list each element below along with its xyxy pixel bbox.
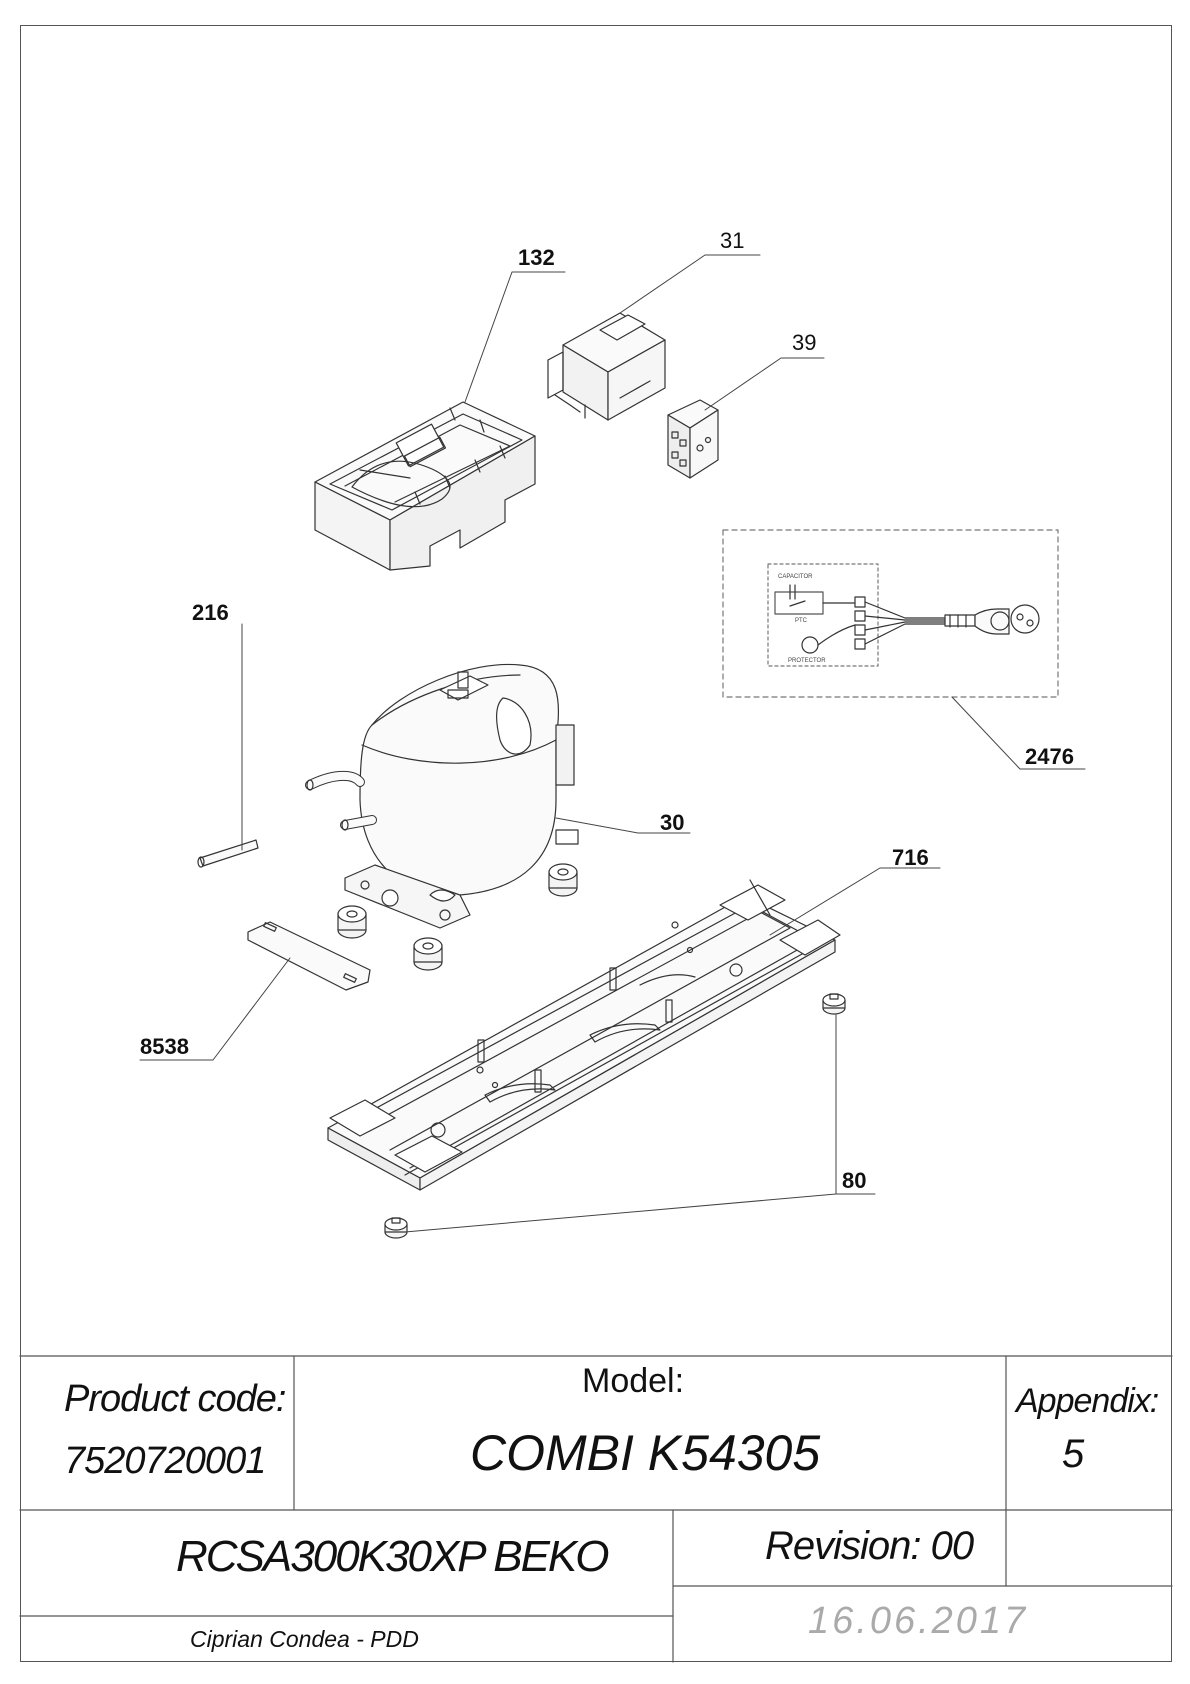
callout-216: 216 xyxy=(192,600,229,625)
part-80-screw-1 xyxy=(822,993,846,1015)
callout-31: 31 xyxy=(720,228,745,253)
appendix-label: Appendix: xyxy=(1016,1382,1159,1420)
product-code-value: 7520720001 xyxy=(64,1440,266,1482)
product-name: RCSA300K30XP BEKO xyxy=(176,1532,610,1581)
title-block xyxy=(19,1355,1173,1663)
callout-39: 39 xyxy=(792,330,817,355)
product-code-label: Product code: xyxy=(64,1378,286,1420)
callout-2476: 2476 xyxy=(1025,744,1074,769)
part-39-ptc-relay xyxy=(667,399,719,479)
schematic-protector-label: PROTECTOR xyxy=(788,658,826,664)
callout-132: 132 xyxy=(518,245,555,270)
part-8538-plate xyxy=(247,921,371,991)
model-label: Model: xyxy=(582,1362,685,1400)
part-2476-wiring-schematic xyxy=(722,529,1059,698)
schematic-ptc-label: PTC xyxy=(795,618,808,624)
callout-30: 30 xyxy=(660,810,685,835)
part-132-cover-box xyxy=(314,401,536,571)
revision: Revision: 00 xyxy=(765,1524,974,1568)
part-31-relay-cover xyxy=(547,312,666,421)
part-716-mounting-rails xyxy=(327,879,841,1191)
appendix-value: 5 xyxy=(1062,1432,1085,1476)
rubber-grommets xyxy=(337,863,578,971)
grommet-2 xyxy=(413,937,443,971)
part-216-tube xyxy=(197,839,259,868)
part-30-compressor xyxy=(305,663,579,929)
author: Ciprian Condea - PDD xyxy=(190,1626,419,1652)
schematic-capacitor-label: CAPACITOR xyxy=(778,574,813,580)
date: 16.06.2017 xyxy=(808,1600,1029,1642)
grommet-3 xyxy=(548,863,578,897)
model-value: COMBI K54305 xyxy=(470,1425,821,1481)
leader-lines xyxy=(139,254,1086,1233)
grommet-1 xyxy=(337,905,367,939)
callout-8538: 8538 xyxy=(140,1034,189,1059)
callout-716: 716 xyxy=(892,845,929,870)
callout-80: 80 xyxy=(842,1168,867,1193)
drawing-sheet xyxy=(20,25,1172,1662)
part-80-screw-2 xyxy=(384,1217,408,1239)
